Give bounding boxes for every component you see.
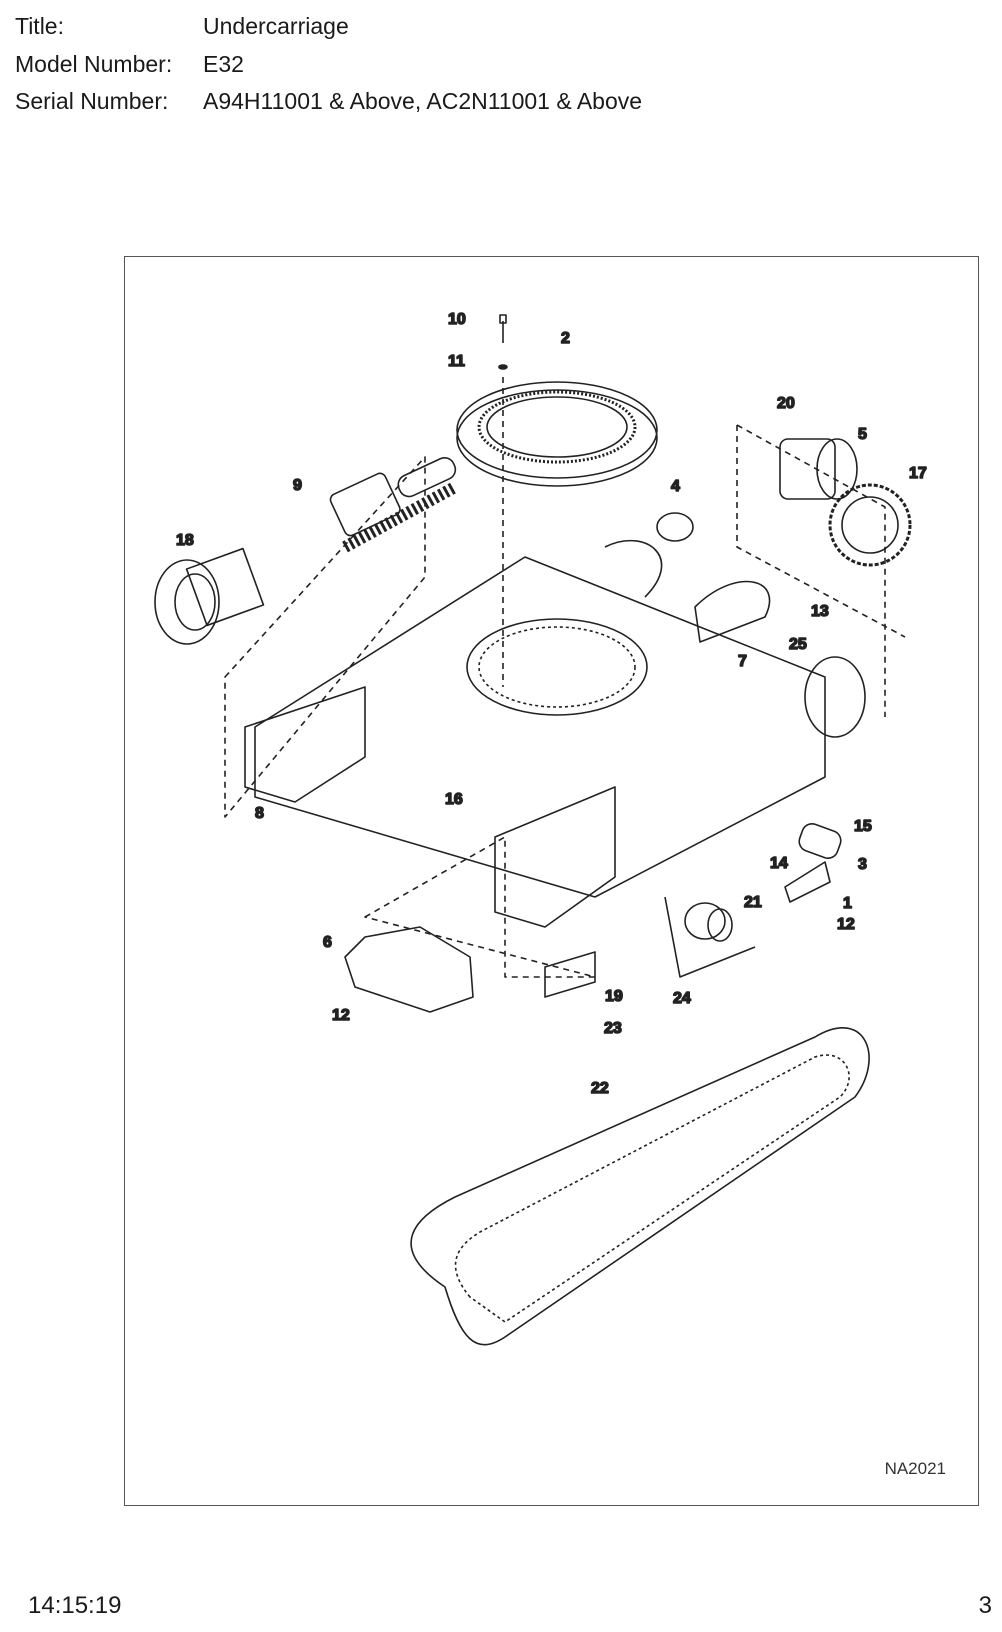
serial-value: A94H11001 & Above, AC2N11001 & Above	[203, 88, 643, 114]
frame-drawing	[224, 456, 866, 978]
callout-4: 4	[671, 478, 680, 495]
roller-drawing	[798, 823, 842, 859]
callout-10: 10	[448, 311, 466, 328]
serial-label: Serial Number:	[15, 88, 169, 114]
plate-1-drawing	[784, 861, 831, 903]
callout-12-left: 12	[332, 1007, 350, 1024]
drawing-code: NA2021	[884, 1459, 946, 1478]
callout-23: 23	[604, 1020, 622, 1037]
callout-2: 2	[561, 330, 570, 347]
track-adjuster-drawing	[329, 456, 458, 553]
rubber-track-drawing	[410, 1027, 870, 1346]
callout-6: 6	[323, 934, 332, 951]
callout-20: 20	[777, 395, 795, 412]
callout-13: 13	[811, 603, 829, 620]
parts-diagram: 10 11 2 20 5 17 4 9 18 13 25 7 16 8 15 1…	[124, 256, 979, 1506]
model-row: Model Number: E32	[15, 46, 642, 84]
document-header: Title: Undercarriage Model Number: E32 S…	[15, 8, 642, 121]
cover-drawing	[694, 580, 771, 643]
carrier-roller-drawing	[664, 896, 756, 978]
model-label: Model Number:	[15, 50, 173, 77]
model-value: E32	[203, 50, 244, 77]
callout-11: 11	[448, 353, 465, 370]
callout-24: 24	[673, 990, 691, 1007]
callout-3: 3	[858, 856, 867, 873]
callout-21: 21	[744, 894, 762, 911]
plate-19-drawing	[544, 951, 596, 998]
callout-25: 25	[789, 636, 807, 653]
exploded-view-drawing: 10 11 2 20 5 17 4 9 18 13 25 7 16 8 15 1…	[154, 310, 928, 1346]
cover-plate-drawing	[344, 926, 474, 1013]
page-number: 3	[978, 1592, 992, 1619]
callout-18: 18	[176, 532, 194, 549]
idler-drawing	[154, 547, 265, 645]
title-value: Undercarriage	[203, 13, 349, 39]
callout-1: 1	[843, 895, 852, 912]
callout-8: 8	[255, 805, 264, 822]
title-row: Title: Undercarriage	[15, 8, 642, 46]
footer-time: 14:15:19	[28, 1592, 122, 1619]
callout-16: 16	[445, 791, 463, 808]
callout-15: 15	[854, 818, 872, 835]
callout-17: 17	[909, 465, 927, 482]
callout-7: 7	[738, 653, 747, 670]
serial-row: Serial Number: A94H11001 & Above, AC2N11…	[15, 83, 642, 121]
travel-motor-drawing	[736, 424, 912, 717]
callout-22: 22	[591, 1080, 609, 1097]
bolt-drawing	[498, 314, 508, 687]
callout-12-right: 12	[837, 916, 855, 933]
callout-14: 14	[770, 855, 788, 872]
callout-5: 5	[858, 426, 867, 443]
slew-ring-drawing	[456, 381, 658, 487]
callout-19: 19	[605, 988, 623, 1005]
callout-9: 9	[293, 477, 302, 494]
title-label: Title:	[15, 13, 64, 39]
seal-ring-drawing	[656, 512, 694, 542]
